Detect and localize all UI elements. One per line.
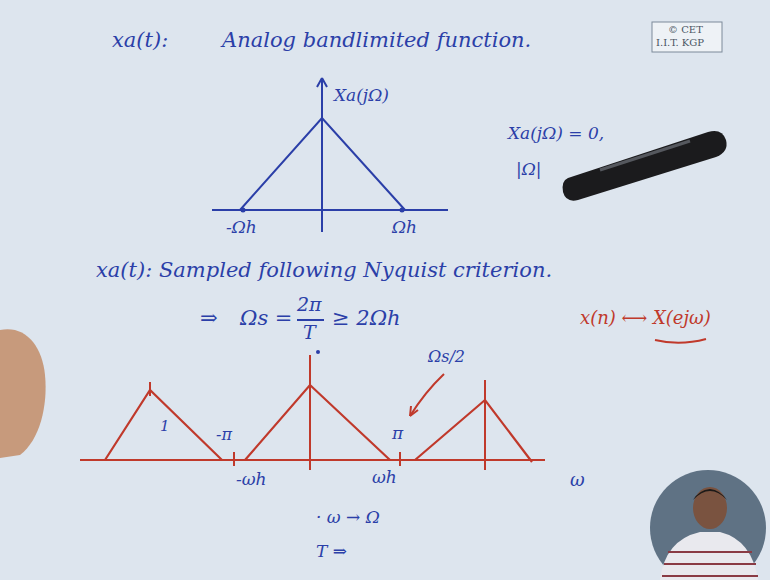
inset-background	[650, 470, 766, 580]
board-text: xa(t):	[112, 28, 168, 52]
head	[693, 487, 727, 529]
hand	[0, 329, 46, 458]
shirt-stripes	[662, 552, 758, 576]
board-text: -Ωh	[226, 218, 257, 238]
board-text: © CET	[668, 24, 703, 36]
pi-tick	[399, 452, 401, 466]
omega-axis	[212, 209, 448, 211]
pi-tick	[233, 452, 235, 466]
board-text: x(n) ⟷ X(ejω)	[580, 308, 711, 329]
board-text: ≥ 2Ωh	[332, 306, 401, 330]
board-text: 1	[160, 418, 170, 435]
shirt	[660, 532, 758, 580]
board-text: ω	[570, 470, 585, 491]
board-text: Analog bandlimited function.	[222, 28, 531, 52]
magnitude-axis	[321, 78, 323, 232]
tick-dot	[400, 208, 405, 213]
board-text: I.I.T. KGP	[656, 37, 704, 49]
board-text: · ω → Ω	[316, 508, 380, 528]
underline	[655, 339, 706, 343]
baseband-triangle	[245, 385, 390, 460]
board-text: 2π	[297, 294, 322, 316]
board-text: π	[392, 424, 403, 444]
board-text: -ωh	[236, 470, 267, 490]
period-line	[484, 380, 486, 470]
marker-highlight	[600, 141, 690, 170]
replica-triangle	[105, 390, 222, 460]
board-text: Xa(jΩ) = 0,	[508, 124, 604, 144]
watermark-box	[652, 22, 722, 52]
board-text: -π	[216, 426, 232, 444]
board-text: ⇒	[200, 306, 218, 330]
board-text: T	[303, 322, 316, 344]
replica-triangle	[415, 400, 532, 462]
hair	[693, 489, 727, 500]
board-text: T ⇒	[316, 542, 347, 562]
board-text: Ωs/2	[428, 348, 465, 366]
zero-line	[309, 355, 311, 470]
board-text: |Ω|	[516, 160, 542, 180]
board-text: Ωs =	[240, 306, 292, 330]
leader-arrow	[410, 374, 444, 416]
dot	[316, 350, 320, 354]
axis-arrowhead	[317, 78, 327, 87]
lecturer-inset	[650, 470, 766, 580]
peak-tick	[149, 382, 151, 396]
spectrum-triangle	[240, 118, 405, 210]
tick-dot	[241, 208, 246, 213]
arrowhead	[410, 406, 418, 416]
omega-axis	[80, 459, 545, 461]
fraction-bar	[297, 319, 324, 321]
board-text: ωh	[372, 468, 397, 488]
board-text: Ωh	[392, 218, 417, 238]
board-text: Xa(jΩ)	[334, 86, 389, 106]
board-text: xa(t): Sampled following Nyquist criteri…	[96, 258, 552, 282]
